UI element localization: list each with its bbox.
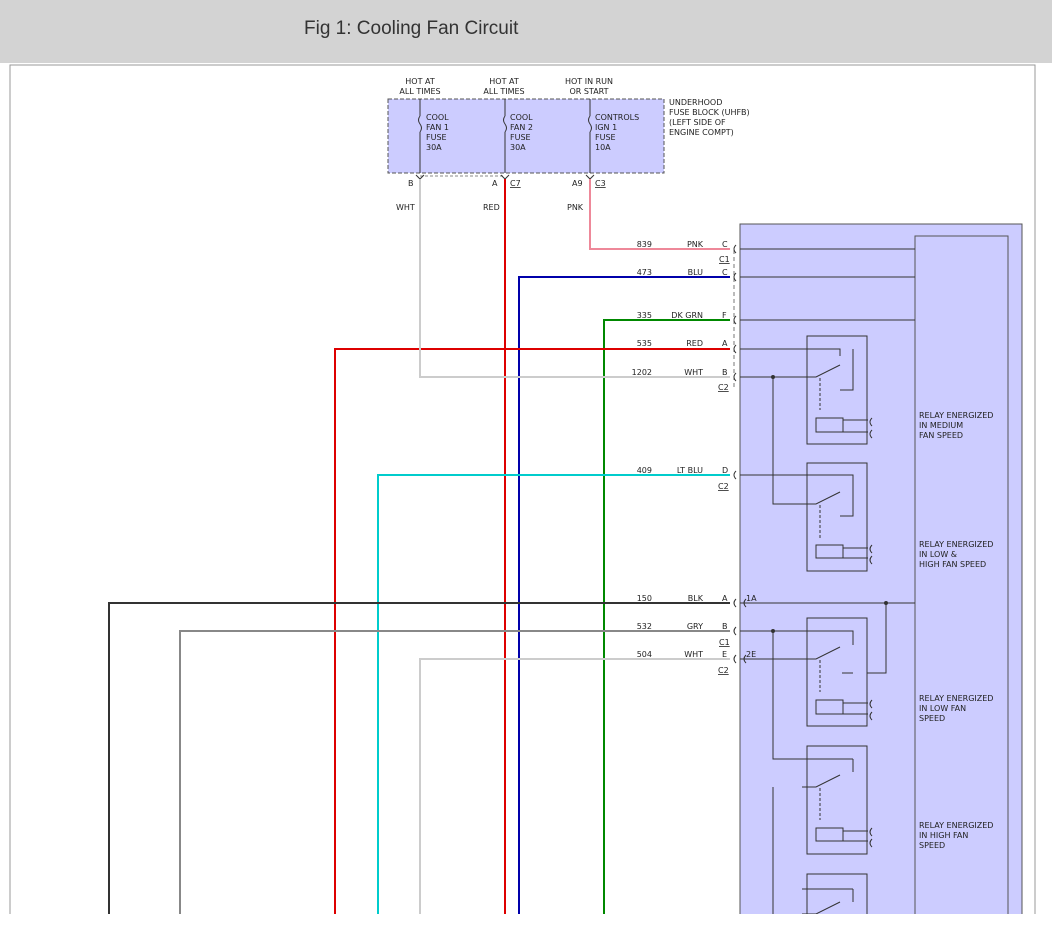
pin-letter: A <box>722 594 728 603</box>
pin-letter: E <box>722 650 727 659</box>
wire-color: GRY <box>687 622 703 631</box>
connector-id: C1 <box>719 255 730 264</box>
pin-letter: A <box>722 339 728 348</box>
wire-gry <box>179 630 730 914</box>
wire-ltblu <box>377 474 730 914</box>
circuit-number: 839 <box>637 240 652 249</box>
wire-wht-1202 <box>419 179 730 378</box>
wire-blk <box>108 602 730 914</box>
wire-color: BLK <box>688 594 704 603</box>
module-right-panel <box>914 235 1009 925</box>
pin-label-b: B <box>408 179 414 188</box>
wire-color: PNK <box>687 240 704 249</box>
connector-id: C2 <box>718 666 729 675</box>
wire-color-red: RED <box>483 203 500 212</box>
title-bar: Fig 1: Cooling Fan Circuit <box>0 0 1052 63</box>
pin-letter: C <box>722 268 728 277</box>
pin-label-a9: A9 <box>572 179 583 188</box>
wire-color: DK GRN <box>671 311 703 320</box>
circuit-number: 473 <box>637 268 652 277</box>
wire-color-pnk: PNK <box>567 203 584 212</box>
connector-id: C1 <box>719 638 730 647</box>
pin-letter: B <box>722 368 728 377</box>
circuit-number: 532 <box>637 622 652 631</box>
circuit-number: 535 <box>637 339 652 348</box>
wire-dkgrn <box>603 319 730 914</box>
bottom-cutoff <box>0 914 1052 926</box>
circuit-number: 409 <box>637 466 652 475</box>
wire-pnk <box>589 179 730 250</box>
connector-id: C2 <box>718 383 729 392</box>
fuse-block-box <box>387 98 665 174</box>
conn-label-c7: C7 <box>510 179 521 188</box>
wires <box>108 179 730 914</box>
pin-label-a: A <box>492 179 498 188</box>
connector-id: C2 <box>718 482 729 491</box>
circuit-number: 335 <box>637 311 652 320</box>
circuit-number: 150 <box>637 594 652 603</box>
wire-blu <box>518 276 730 914</box>
wire-color: WHT <box>684 650 703 659</box>
wire-wht-504 <box>419 658 730 914</box>
diagram-frame <box>9 64 1036 914</box>
circuit-number: 1202 <box>632 368 652 377</box>
wire-labels: 839 PNK C C1 473 BLU C 335 DK GRN F 535 … <box>632 240 757 675</box>
splice-label-2e: 2E <box>746 650 756 659</box>
pin-letter: C <box>722 240 728 249</box>
pin-letter: B <box>722 622 728 631</box>
pin-letter: D <box>722 466 728 475</box>
wire-color: LT BLU <box>677 466 703 475</box>
splice-label-1a: 1A <box>746 594 757 603</box>
wire-color: WHT <box>684 368 703 377</box>
wire-color: RED <box>686 339 703 348</box>
wire-red-535 <box>334 348 730 914</box>
fuse-symbols <box>415 99 595 180</box>
conn-label-c3: C3 <box>595 179 606 188</box>
wire-color: BLU <box>688 268 704 277</box>
circuit-number: 504 <box>637 650 652 659</box>
relay-boxes <box>806 335 868 926</box>
wire-color-wht: WHT <box>396 203 415 212</box>
relay-internals <box>802 348 873 915</box>
pin-letter: F <box>722 311 727 320</box>
page-title: Fig 1: Cooling Fan Circuit <box>304 18 519 39</box>
